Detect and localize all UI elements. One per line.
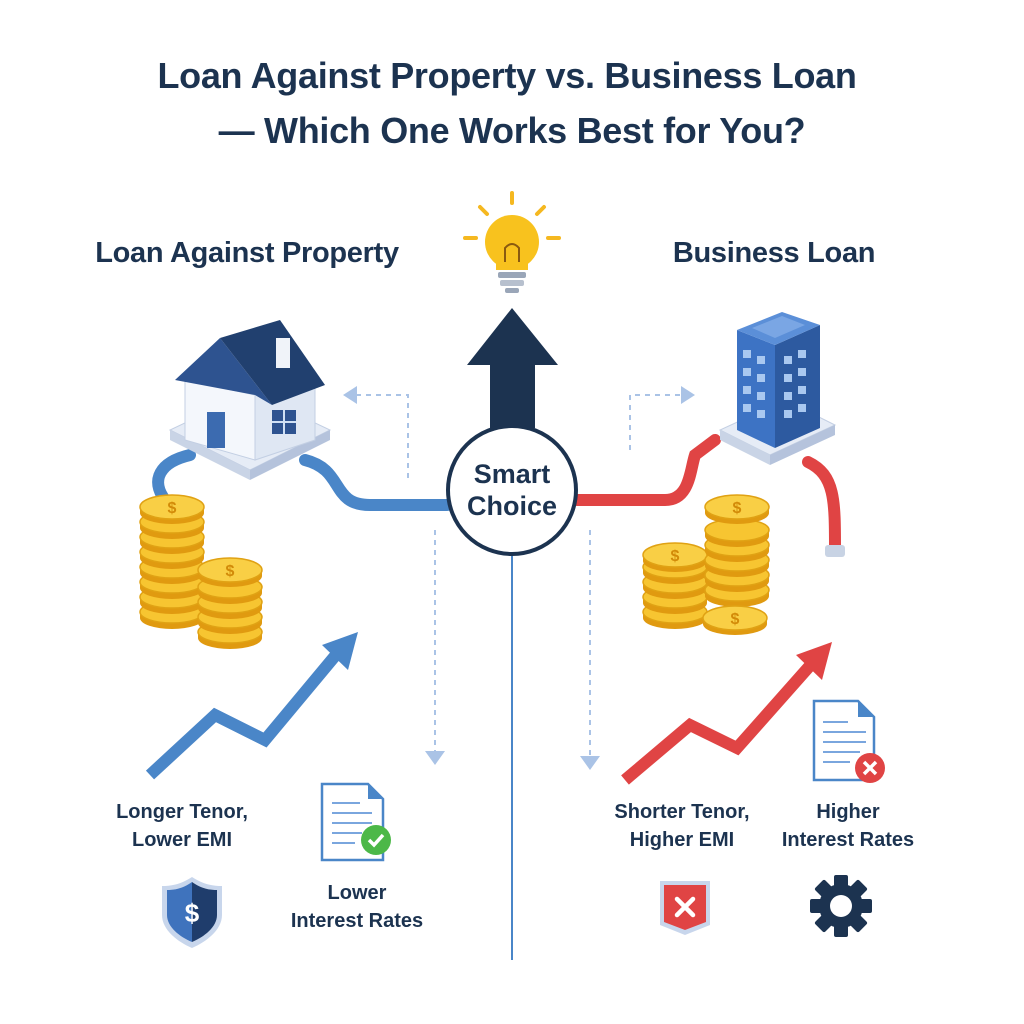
blue-pipe [152, 449, 453, 511]
red-pipe [571, 434, 841, 556]
left-benefit-interest-line-1: Lower [327, 882, 387, 904]
svg-text:$: $ [185, 898, 200, 928]
dashed-connectors [352, 394, 686, 760]
smart-choice-label: Smart Choice [467, 458, 557, 522]
right-heading: Business Loan [672, 237, 876, 269]
right-point-interest-line-2: Interest Rates [781, 829, 915, 851]
right-point-interest-line-1: Higher [816, 801, 880, 823]
title-line-2: — Which One Works Best for You? [218, 110, 806, 151]
arrow-up-icon [467, 308, 558, 428]
right-point-tenor-line-1: Shorter Tenor, [614, 801, 750, 823]
coins-right-icon [642, 494, 770, 636]
left-heading: Loan Against Property [95, 237, 399, 269]
document-x-icon [812, 699, 885, 783]
shield-x-icon [660, 881, 710, 935]
lightbulb-icon [463, 191, 561, 293]
gear-icon [810, 875, 872, 937]
trend-up-red-icon [621, 642, 832, 785]
left-benefit-tenor: Longer Tenor, Lower EMI [116, 798, 248, 854]
house-icon [168, 320, 332, 480]
coins-left-icon [139, 494, 263, 650]
left-benefit-tenor-line-1: Longer Tenor, [116, 801, 248, 823]
smart-choice-line-2: Choice [466, 491, 558, 521]
smart-choice-circle [446, 424, 578, 556]
left-benefit-tenor-line-2: Lower EMI [131, 829, 233, 851]
left-benefit-interest-line-2: Interest Rates [290, 910, 424, 932]
smart-choice-line-1: Smart [473, 459, 551, 489]
left-benefit-interest: Lower Interest Rates [291, 879, 423, 935]
document-check-icon [320, 782, 391, 862]
dashed-arrowheads [343, 386, 695, 770]
shield-dollar-icon: $ [162, 877, 222, 948]
trend-up-blue-icon [145, 632, 358, 780]
right-point-tenor: Shorter Tenor, Higher EMI [614, 798, 749, 854]
right-point-tenor-line-2: Higher EMI [629, 829, 735, 851]
pipe-cap [825, 545, 845, 557]
title-line-1: Loan Against Property vs. Business Loan [157, 55, 857, 96]
right-point-interest: Higher Interest Rates [782, 798, 914, 854]
office-building-icon [718, 312, 837, 465]
